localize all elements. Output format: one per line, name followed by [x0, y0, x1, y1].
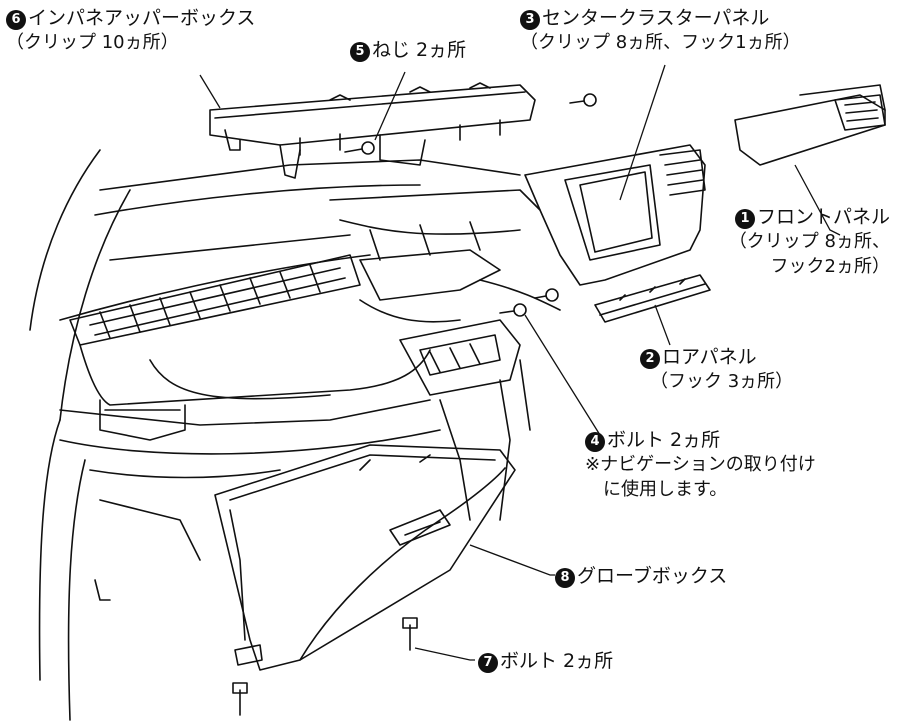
lower-dash-lines — [89, 469, 281, 601]
label-lower-panel: ロアパネル — [662, 346, 757, 368]
center-cluster-panel — [524, 144, 706, 286]
label-instrument-panel-upper-box: インパネアッパーボックス — [28, 7, 256, 29]
label-screw-5: ねじ 2ヵ所 — [372, 39, 467, 61]
note-front-panel-clips: （クリップ 8ヵ所、 — [728, 231, 890, 252]
number-badge-3: 3 — [520, 10, 540, 30]
center-console — [399, 319, 531, 521]
screw-5-right — [569, 93, 597, 107]
dashboard-frame — [329, 189, 561, 323]
dashboard-lower — [59, 344, 441, 455]
bolt-4-upper — [534, 288, 559, 302]
note-navigation-mount: ※ナビゲーションの取り付け — [585, 454, 816, 475]
bolt-7-right — [402, 617, 418, 651]
number-badge-1: 1 — [734, 209, 755, 229]
number-badge-5: 5 — [350, 42, 370, 62]
number-badge-6: 6 — [6, 10, 26, 30]
number-badge-2: 2 — [640, 349, 660, 369]
label-bolt-7: ボルト 2ヵ所 — [500, 650, 614, 672]
front-panel — [734, 84, 886, 166]
label-glove-box: グローブボックス — [577, 565, 728, 587]
glove-box — [214, 444, 516, 671]
number-badge-7: 7 — [478, 653, 498, 673]
note-center-cluster-clips: （クリップ 8ヵ所、フック1ヵ所） — [520, 32, 801, 53]
label-bolt-4: ボルト 2ヵ所 — [607, 429, 721, 451]
bolt-7-left — [232, 644, 263, 716]
leader-lines — [199, 64, 841, 661]
a-pillar — [29, 149, 131, 721]
number-badge-8: 8 — [555, 568, 575, 588]
note-front-panel-hooks: フック2ヵ所） — [770, 256, 890, 277]
screw-5-left — [344, 141, 375, 155]
note-navigation-usage: に使用します。 — [603, 479, 728, 500]
label-front-panel: フロントパネル — [756, 206, 890, 228]
number-badge-4: 4 — [585, 432, 605, 452]
lower-panel — [594, 274, 711, 323]
note-upper-box-clips: （クリップ 10ヵ所） — [6, 32, 179, 53]
left-air-vent — [69, 254, 361, 346]
note-lower-panel-hooks: （フック 3ヵ所） — [650, 371, 794, 392]
instrument-panel-upper-box — [209, 82, 536, 179]
label-center-cluster-panel: センタークラスターパネル — [542, 7, 770, 29]
bolt-4-lower — [499, 303, 527, 317]
